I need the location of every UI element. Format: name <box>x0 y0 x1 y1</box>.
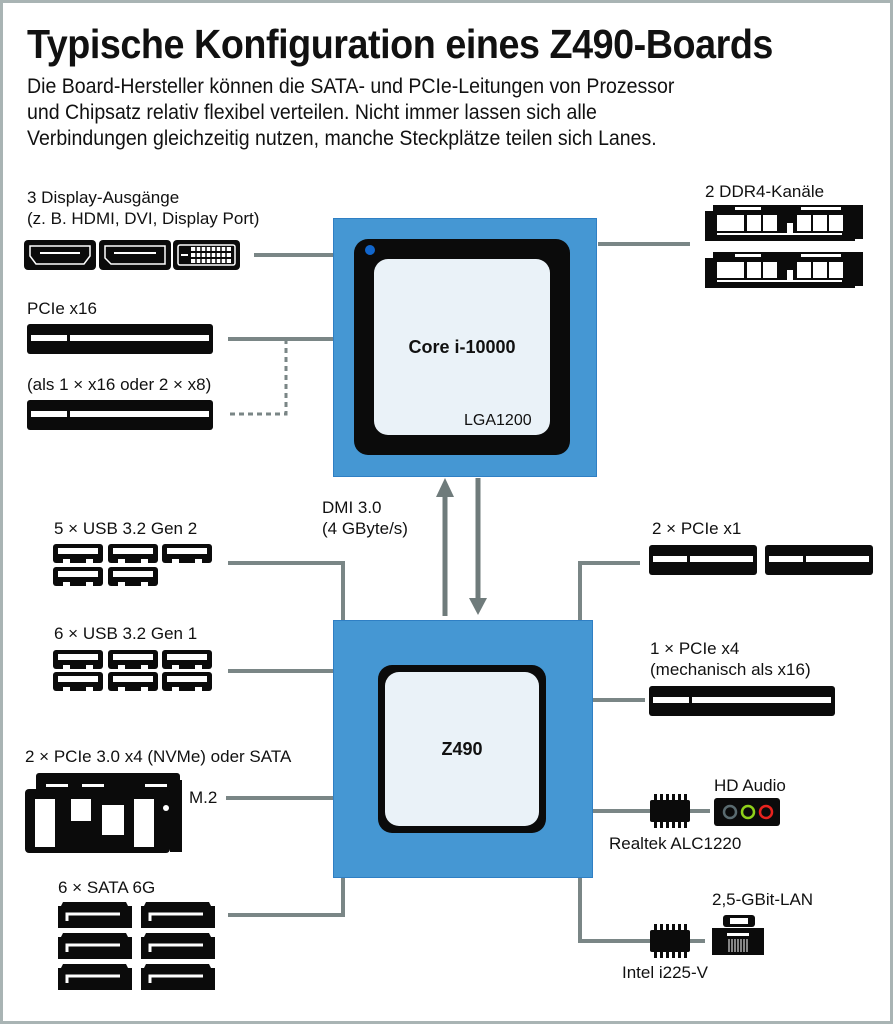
ddr4-module-icon <box>705 252 863 288</box>
cpu-name: Core i-10000 <box>408 336 516 357</box>
m2-port-label: M.2 <box>189 788 218 807</box>
hd-audio-label: HD Audio <box>714 776 786 795</box>
usb-gen2-label: 5 × USB 3.2 Gen 2 <box>54 519 198 538</box>
chipset-die: Z490 <box>385 672 539 826</box>
dvi-port-icon <box>173 240 240 270</box>
usb-port-icon <box>53 544 103 563</box>
intro-line: Verbindungen gleichzeitig nutzen, manche… <box>27 127 657 150</box>
line-pcie-x8-dashed <box>230 339 288 416</box>
sata-port-icon <box>56 962 134 992</box>
usb-port-icon <box>162 672 212 691</box>
audio-codec-chip-icon <box>650 794 690 828</box>
chipset-name: Z490 <box>441 738 483 759</box>
pcie-x4-note: (mechanisch als x16) <box>650 660 811 679</box>
line-pcie-x1 <box>578 561 640 620</box>
audio-jack-red <box>758 804 774 820</box>
usb-port-icon <box>162 544 212 563</box>
cpu-package: Core i-10000 LGA1200 <box>333 218 597 477</box>
pcie-x4-slot-icon <box>649 686 835 716</box>
usb-port-icon <box>108 544 158 563</box>
usb-port-icon <box>53 650 103 669</box>
displayport-port-icon <box>99 240 171 270</box>
usb-port-icon <box>108 567 158 586</box>
pcie-x1-label: 2 × PCIe x1 <box>652 519 742 538</box>
intro-line: Die Board-Hersteller können die SATA- un… <box>27 75 675 98</box>
usb-port-icon <box>108 650 158 669</box>
m2-label: 2 × PCIe 3.0 x4 (NVMe) oder SATA <box>25 747 292 766</box>
dmi-bandwidth: (4 GByte/s) <box>322 519 408 538</box>
dmi-arrows <box>436 478 487 616</box>
lan-label: 2,5-GBit-LAN <box>712 890 814 909</box>
usb-port-icon <box>53 567 103 586</box>
audio-chip-label: Realtek ALC1220 <box>609 834 742 853</box>
dmi-label: DMI 3.0 (4 GByte/s) <box>322 497 408 539</box>
intro-text: Die Board-Hersteller können die SATA- un… <box>27 74 771 152</box>
pcie-x16-slot-icon <box>27 400 213 430</box>
pcie-x16-split-note: (als 1 × x16 oder 2 × x8) <box>27 375 212 394</box>
ddr4-module-icon <box>705 205 863 241</box>
lan-controller-chip-icon <box>650 924 690 958</box>
line-usb-gen2 <box>228 561 345 620</box>
pcie-x1-slot-icon <box>649 545 757 575</box>
pcie-x1-slot-icon <box>765 545 873 575</box>
audio-jack-gray <box>722 804 738 820</box>
cpu-die: Core i-10000 <box>374 259 550 435</box>
pcie-x16-slot-icon <box>27 324 213 354</box>
audio-jack-green <box>740 804 756 820</box>
ddr4-channels-label: 2 DDR4-Kanäle <box>705 182 825 201</box>
display-outputs-label: 3 Display-Ausgänge (z. B. HDMI, DVI, Dis… <box>27 187 259 229</box>
m2-ssd-icon <box>25 773 182 853</box>
cpu-pin1-marker-icon <box>365 245 375 255</box>
display-outputs-examples: (z. B. HDMI, DVI, Display Port) <box>27 209 260 228</box>
sata-port-icon <box>139 931 217 961</box>
line-sata <box>228 876 345 917</box>
usb-port-icon <box>162 650 212 669</box>
hdmi-port-icon <box>24 240 96 270</box>
sata-port-icon <box>139 900 217 930</box>
intro-line: und Chipsatz relativ flexibel verteilen.… <box>27 101 597 124</box>
display-outputs-title: 3 Display-Ausgänge <box>27 188 180 207</box>
usb-port-icon <box>108 672 158 691</box>
lan-chip-label: Intel i225-V <box>622 963 708 982</box>
display-port-icons <box>24 240 240 270</box>
pcie-x16-label: PCIe x16 <box>27 299 97 318</box>
sata-port-icon <box>139 962 217 992</box>
sata-port-icon <box>56 900 134 930</box>
usb-port-icon <box>53 672 103 691</box>
usb-gen1-label: 6 × USB 3.2 Gen 1 <box>54 624 198 643</box>
audio-jacks-icon <box>714 798 780 826</box>
sata-port-icon <box>56 931 134 961</box>
ethernet-port-icon <box>712 915 764 955</box>
sata-label: 6 × SATA 6G <box>58 878 156 897</box>
cpu-socket-label: LGA1200 <box>464 412 532 429</box>
pcie-x4-label: 1 × PCIe x4 (mechanisch als x16) <box>650 638 811 680</box>
figure-title: Typische Konfiguration eines Z490-Boards <box>27 21 773 67</box>
pcie-x4-title: 1 × PCIe x4 <box>650 639 740 658</box>
dmi-version: DMI 3.0 <box>322 498 382 517</box>
chipset-package: Z490 <box>333 620 593 878</box>
